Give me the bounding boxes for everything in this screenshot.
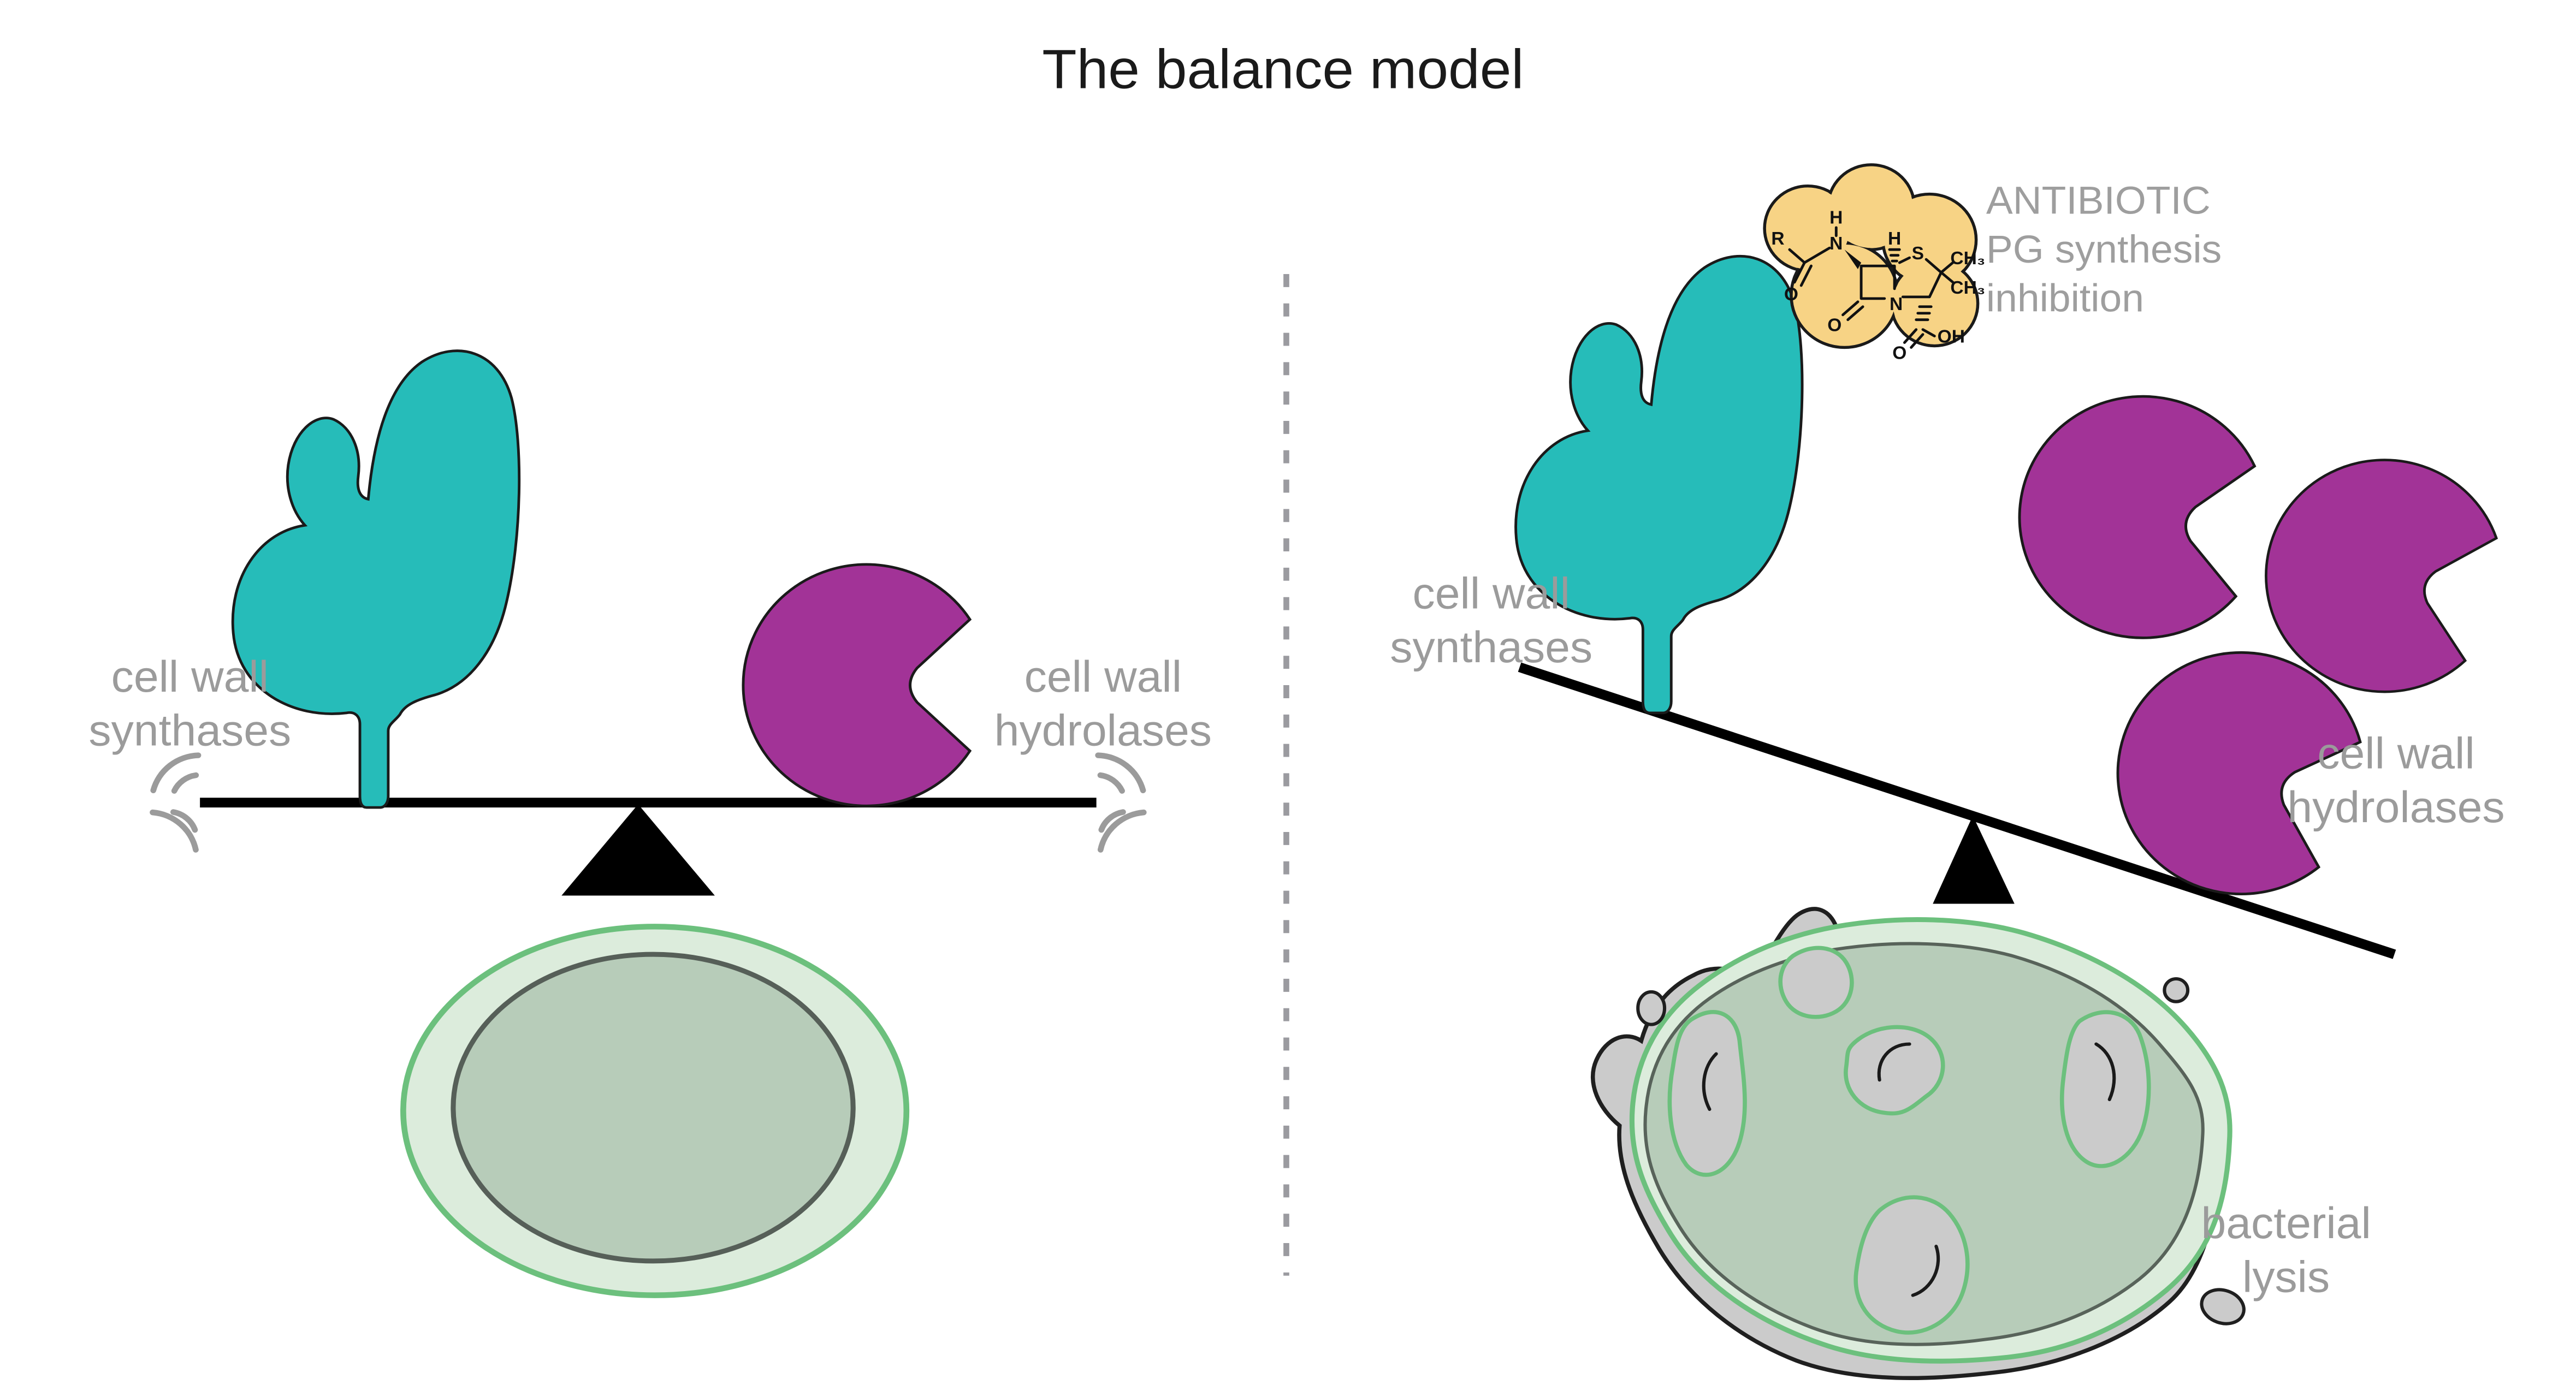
hydrolase-enzyme-3 bbox=[2116, 651, 2362, 895]
left-synthases-label: cell wall synthases bbox=[88, 652, 291, 756]
patch-left bbox=[1667, 1010, 1747, 1177]
right-synthases-label: cell wall synthases bbox=[1390, 569, 1592, 672]
atom-ring-n: N bbox=[1890, 294, 1903, 314]
patch-bottom bbox=[1853, 1195, 1970, 1335]
intact-bacterium bbox=[400, 924, 910, 1298]
atom-amide-h: H bbox=[1829, 208, 1843, 228]
atom-lactam-o: O bbox=[1827, 316, 1841, 336]
right-hydrolases-label-line2: hydrolases bbox=[2287, 783, 2504, 832]
debris-satellites bbox=[1636, 977, 2246, 1325]
right-synthases-label-line2: synthases bbox=[1390, 623, 1592, 672]
wedge-bond bbox=[1844, 249, 1862, 270]
atom-r: R bbox=[1771, 229, 1784, 249]
left-hydrolases-label-line1: cell wall bbox=[1025, 652, 1182, 702]
atom-acid-o: O bbox=[1892, 343, 1906, 364]
right-hydrolases-label-line1: cell wall bbox=[2317, 729, 2474, 778]
antibiotic-label-line3: inhibition bbox=[1986, 276, 2144, 320]
atom-amide-o: O bbox=[1784, 284, 1798, 305]
balance-beam-tilted bbox=[1518, 662, 2396, 959]
wobble-marks-right-end bbox=[1095, 752, 1147, 853]
lysis-label-line2: lysis bbox=[2242, 1252, 2330, 1301]
hydrolase-enzyme-2 bbox=[2265, 459, 2498, 693]
patch-right bbox=[2059, 1010, 2151, 1168]
atom-sulfur: S bbox=[1912, 243, 1924, 264]
lysis-label: bacterial lysis bbox=[2201, 1199, 2371, 1302]
left-synthases-label-line1: cell wall bbox=[111, 652, 269, 702]
left-hydrolases-label-line2: hydrolases bbox=[994, 706, 1212, 755]
atom-methyl-bottom: CH₃ bbox=[1950, 278, 1985, 298]
degradation-patches bbox=[1667, 946, 2151, 1335]
antibiotic-annotation: ANTIBIOTIC PG synthesis inhibition bbox=[1986, 179, 2222, 320]
left-synthases-label-line2: synthases bbox=[88, 706, 291, 755]
figure-title: The balance model bbox=[1042, 38, 1524, 100]
right-hydrolases-label: cell wall hydrolases bbox=[2287, 729, 2504, 832]
lysed-protoplast bbox=[1643, 942, 2205, 1346]
patch-center bbox=[1844, 1025, 1945, 1116]
hydrolase-enzyme-shape bbox=[742, 563, 972, 807]
hydrolase-enzyme-1 bbox=[2018, 395, 2257, 639]
hydrolase-enzymes-group bbox=[2018, 395, 2498, 895]
atom-acid-oh: OH bbox=[1938, 327, 1965, 347]
antibiotic-label-line1: ANTIBIOTIC bbox=[1986, 179, 2211, 222]
lysis-label-line1: bacterial bbox=[2201, 1199, 2371, 1248]
antibiotic-molecule: R H N O H S CH₃ CH₃ N O O OH bbox=[1763, 163, 1985, 364]
debris-fragment-top-right bbox=[2163, 977, 2190, 1003]
patch-top bbox=[1778, 946, 1854, 1019]
fulcrum-triangle-right bbox=[1933, 816, 2015, 904]
atom-ring-h: H bbox=[1888, 229, 1901, 249]
debris-fragment-bottom-right bbox=[2200, 1288, 2246, 1325]
left-panel-balanced: cell wall synthases cell wall hydrolases bbox=[88, 349, 1212, 1298]
synthase-enzyme-shape-right bbox=[1514, 254, 1804, 715]
antibiotic-label-line2: PG synthesis bbox=[1986, 228, 2222, 271]
wobble-marks-left-end bbox=[150, 752, 202, 853]
bacterium-protoplast bbox=[451, 952, 856, 1264]
debris-fragment-left bbox=[1636, 990, 1667, 1026]
atom-amide-n: N bbox=[1829, 234, 1843, 254]
right-panel-unbalanced: R H N O H S CH₃ CH₃ N O O OH ANTIBIOTIC … bbox=[1390, 163, 2505, 1381]
right-synthases-label-line1: cell wall bbox=[1413, 569, 1570, 618]
atom-methyl-top: CH₃ bbox=[1950, 248, 1985, 269]
fulcrum-triangle bbox=[561, 804, 715, 896]
penicillin-skeleton: R H N O H S CH₃ CH₃ N O O OH bbox=[1771, 208, 1985, 364]
membrane-squiggles bbox=[1702, 1042, 2116, 1297]
left-hydrolases-label: cell wall hydrolases bbox=[994, 652, 1212, 756]
synthase-enzyme-shape bbox=[231, 349, 521, 809]
lysed-bacterium bbox=[1590, 907, 2246, 1381]
